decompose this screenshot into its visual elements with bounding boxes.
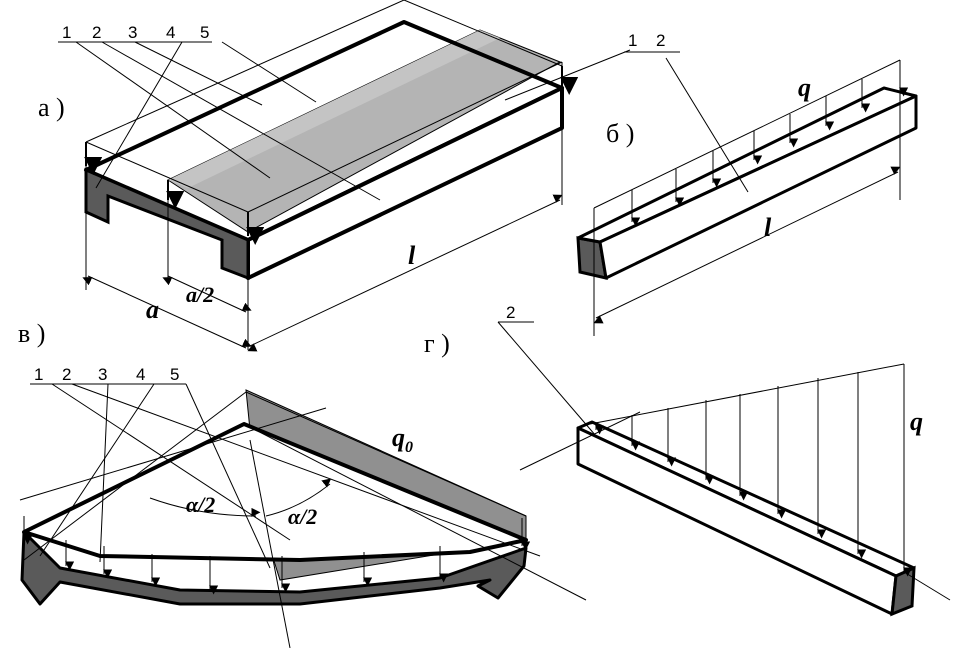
panel-v-sector bbox=[19, 383, 587, 648]
callout-v-3: 3 bbox=[98, 365, 107, 384]
symbol-q-g: q bbox=[910, 407, 923, 436]
symbol-a-half: a/2 bbox=[186, 282, 214, 307]
callout-v-5: 5 bbox=[170, 365, 179, 384]
panel-label-b: б ) bbox=[606, 119, 634, 148]
symbol-alpha-half-left: α/2 bbox=[186, 492, 215, 517]
callout-v-4: 4 bbox=[136, 365, 145, 384]
callout-g-2: 2 bbox=[506, 303, 515, 322]
callout-v-2: 2 bbox=[62, 365, 71, 384]
beam-load-arrows bbox=[631, 60, 909, 227]
callout-a-4: 4 bbox=[166, 23, 175, 42]
sector-edge bbox=[20, 530, 528, 606]
callout-a-1: 1 bbox=[62, 23, 71, 42]
symbol-alpha-half-right: α/2 bbox=[288, 504, 317, 529]
beam-front bbox=[598, 94, 918, 280]
callout-a-2: 2 bbox=[92, 23, 101, 42]
symbol-a: a bbox=[146, 295, 159, 324]
panel-label-a: а ) bbox=[38, 93, 65, 122]
callout-b-1: 1 bbox=[628, 31, 637, 50]
callout-v-1: 1 bbox=[34, 365, 43, 384]
callout-a-3: 3 bbox=[128, 23, 137, 42]
beam-top bbox=[576, 86, 918, 244]
symbol-l-b: l bbox=[764, 213, 772, 242]
panel-a-slab bbox=[58, 0, 631, 352]
sector-load-arrows bbox=[23, 516, 531, 595]
panel-b-beam bbox=[576, 51, 918, 336]
symbol-q0: q0 bbox=[392, 423, 413, 456]
tri-load-arrows bbox=[595, 364, 913, 577]
panel-g-beam bbox=[497, 321, 951, 617]
tri-beam-end bbox=[890, 565, 916, 617]
symbol-q-b: q bbox=[798, 73, 811, 102]
tri-beam-front bbox=[576, 426, 898, 616]
symbol-q0-base: q bbox=[392, 423, 405, 452]
symbol-l-a: l bbox=[408, 241, 416, 270]
tri-beam-top bbox=[576, 420, 916, 578]
callout-b-2: 2 bbox=[656, 31, 665, 50]
load-strip-top bbox=[168, 30, 500, 188]
panel-label-g: г ) bbox=[424, 329, 450, 358]
symbol-q0-sub: 0 bbox=[405, 439, 413, 456]
panel-label-v: в ) bbox=[18, 319, 45, 348]
callout-a-5: 5 bbox=[200, 23, 209, 42]
